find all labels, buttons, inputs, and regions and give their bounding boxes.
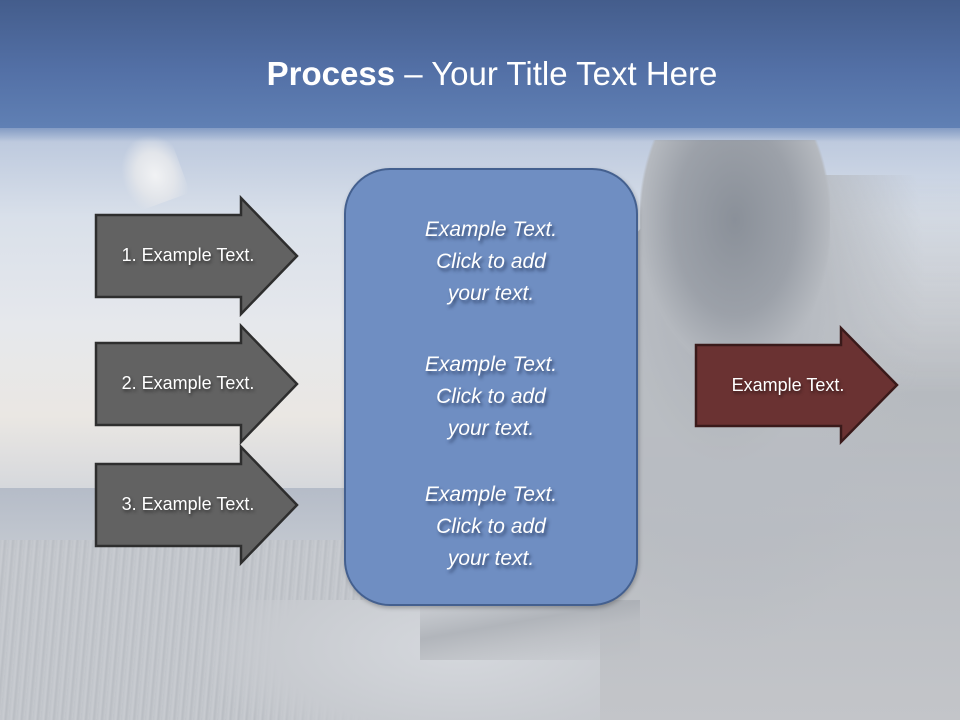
process-arrow-label: 1. Example Text.: [121, 244, 255, 265]
center-text-line: Click to add: [436, 250, 546, 273]
center-text-line: Example Text.: [424, 218, 558, 241]
background-laptop: [420, 600, 640, 660]
title-band: Process – Your Title Text Here: [0, 0, 960, 142]
center-text-box[interactable]: Example Text. Click to add your text. Ex…: [344, 168, 638, 606]
center-text-line: Click to add: [436, 515, 546, 538]
process-arrow-3[interactable]: 3. Example Text.: [94, 443, 301, 567]
center-text-item-2[interactable]: Example Text. Click to add your text.: [346, 349, 636, 445]
process-arrow-label: 2. Example Text.: [121, 372, 255, 393]
background-person-head: [640, 140, 830, 370]
center-text-line: your text.: [447, 417, 535, 440]
center-text-line: Example Text.: [424, 483, 558, 506]
result-arrow[interactable]: Example Text.: [694, 324, 901, 447]
title-rest: – Your Title Text Here: [395, 55, 718, 92]
center-text-line: your text.: [447, 547, 535, 570]
center-text-line: Click to add: [436, 385, 546, 408]
arrow-right-shape: [694, 324, 899, 446]
title-bold: Process: [266, 55, 396, 92]
process-arrow-2[interactable]: 2. Example Text.: [94, 322, 301, 446]
center-text-item-3[interactable]: Example Text. Click to add your text.: [346, 479, 636, 575]
slide-title[interactable]: Process – Your Title Text Here: [0, 52, 960, 96]
result-arrow-label: Example Text.: [731, 374, 845, 395]
center-text-line: your text.: [447, 282, 535, 305]
process-arrow-1[interactable]: 1. Example Text.: [94, 194, 301, 318]
center-text-item-1[interactable]: Example Text. Click to add your text.: [346, 214, 636, 310]
arrow-right-shape: [94, 194, 299, 318]
process-arrow-label: 3. Example Text.: [121, 493, 255, 514]
arrow-right-shape: [94, 443, 299, 567]
arrow-right-shape: [94, 322, 299, 446]
center-text-line: Example Text.: [424, 353, 558, 376]
